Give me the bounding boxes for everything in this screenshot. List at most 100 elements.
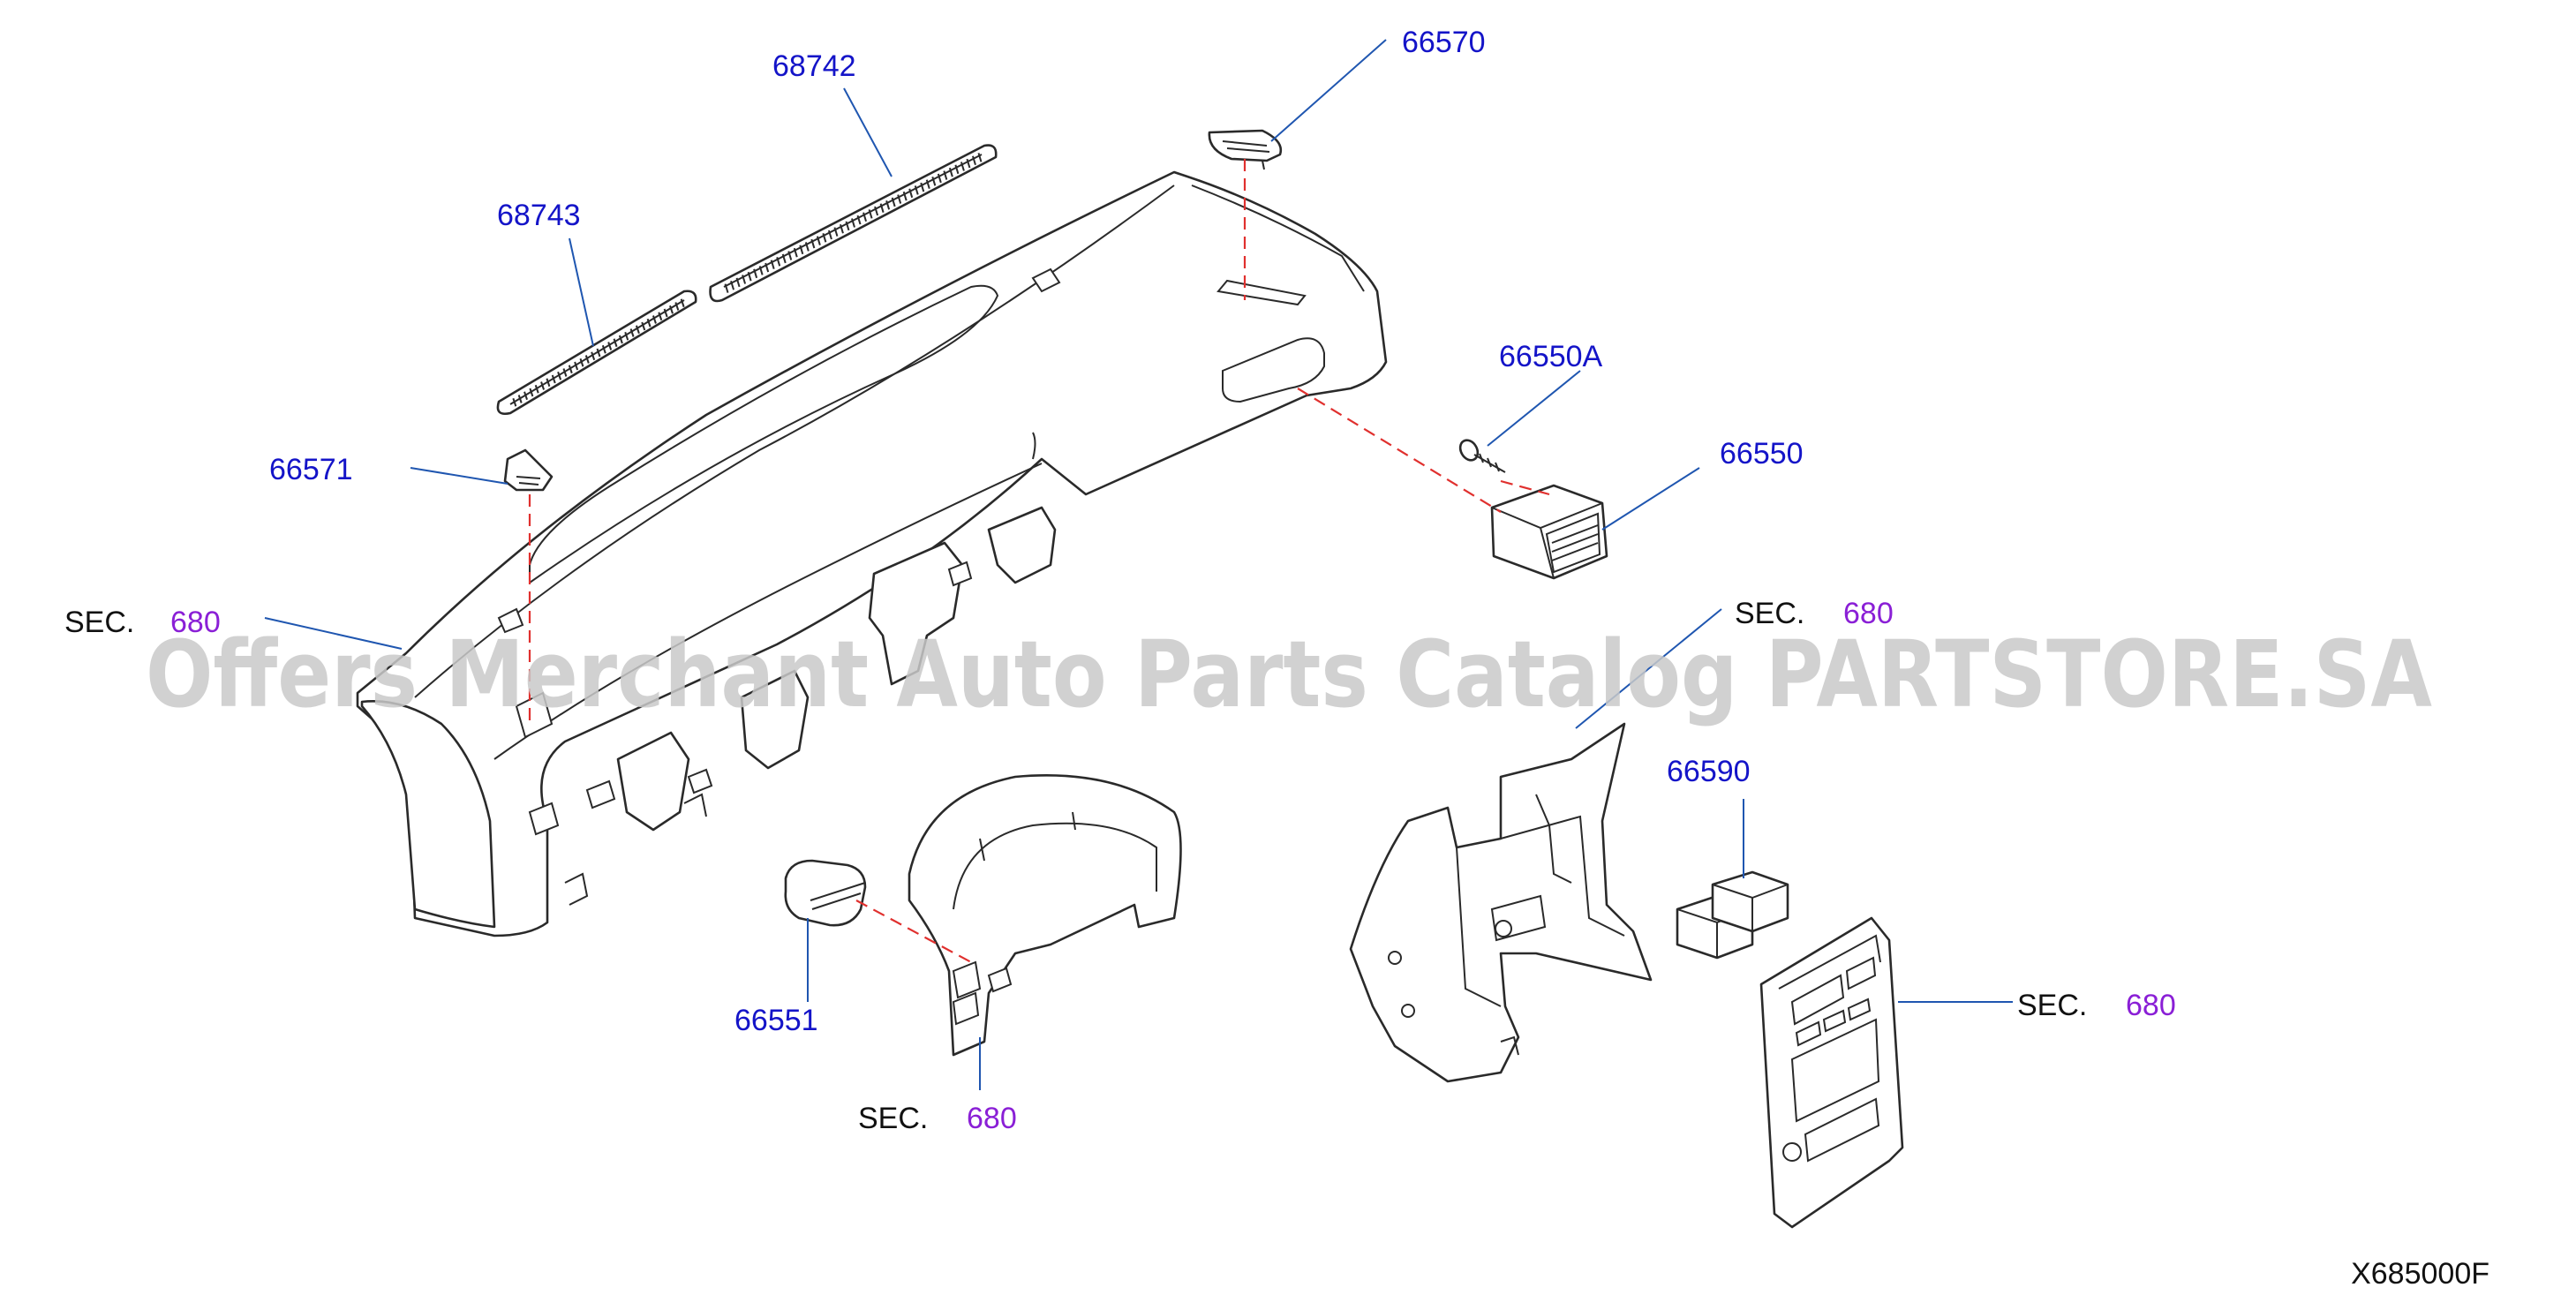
grille-rib bbox=[529, 388, 534, 397]
grille-rib bbox=[574, 361, 579, 371]
grille-rib bbox=[937, 173, 942, 184]
section-label-right: SEC. bbox=[2017, 989, 2087, 1022]
grille-rib bbox=[551, 374, 556, 384]
grille-rib bbox=[891, 197, 896, 207]
grille-rib bbox=[765, 262, 770, 273]
grille-rib bbox=[787, 251, 793, 260]
part-labels: 68742 66570 68743 66550A 66571 66550 665… bbox=[269, 26, 1804, 1037]
grille-rib bbox=[584, 355, 590, 364]
grille-rib bbox=[931, 177, 937, 186]
diagram-code: X685000F bbox=[2351, 1257, 2489, 1291]
grille-rib bbox=[874, 206, 879, 216]
grille-rib bbox=[810, 238, 816, 249]
grille-rib bbox=[897, 194, 902, 204]
grille-rib bbox=[618, 335, 623, 344]
grille-rib bbox=[925, 179, 930, 189]
grille-rib bbox=[613, 338, 618, 348]
grille-rib bbox=[966, 158, 971, 169]
grille-rib bbox=[646, 318, 652, 328]
grille-rib bbox=[753, 268, 758, 279]
grille-rib bbox=[562, 368, 568, 377]
section-number-right: 680 bbox=[2126, 989, 2176, 1022]
grille-rib bbox=[635, 325, 640, 335]
leader-lines bbox=[264, 39, 2013, 1090]
grille-rib bbox=[629, 328, 635, 337]
grille-rib bbox=[776, 257, 781, 267]
grille-rib bbox=[735, 277, 741, 288]
grille-rib bbox=[534, 384, 539, 394]
assembly-guides bbox=[528, 159, 1550, 963]
section-number-center: 680 bbox=[1843, 597, 1894, 630]
center-bezel bbox=[1759, 916, 1904, 1229]
section-number-bottom: 680 bbox=[967, 1102, 1017, 1135]
part-label-66590: 66590 bbox=[1667, 755, 1751, 788]
grille-rib bbox=[596, 348, 601, 358]
grille-rib bbox=[758, 266, 764, 275]
grille-rib bbox=[827, 230, 832, 240]
defroster-grille-long bbox=[709, 144, 998, 303]
grille-rib bbox=[914, 185, 919, 195]
grille-rib bbox=[607, 342, 613, 350]
grille-rib bbox=[822, 233, 827, 243]
grille-rib bbox=[557, 371, 562, 380]
grille-rib bbox=[742, 275, 747, 284]
grille-rib bbox=[793, 247, 798, 258]
grille-rib bbox=[579, 358, 584, 367]
instrument-panel bbox=[356, 170, 1388, 937]
grille-rib bbox=[948, 167, 953, 177]
grille-rib bbox=[523, 391, 528, 401]
grille-rib bbox=[851, 218, 855, 228]
center-console-frame bbox=[1349, 722, 1653, 1083]
grille-rib bbox=[568, 365, 573, 374]
defroster-grille-short bbox=[496, 290, 697, 415]
part-label-66571: 66571 bbox=[269, 453, 353, 486]
grille-rib bbox=[680, 298, 685, 308]
grille-rib bbox=[658, 312, 663, 321]
grille-rib bbox=[663, 308, 668, 318]
grille-rib bbox=[920, 182, 925, 192]
grille-rib bbox=[845, 221, 850, 231]
cluster-lid bbox=[908, 774, 1182, 1057]
section-number-left: 680 bbox=[170, 606, 221, 639]
grille-rib bbox=[747, 271, 752, 282]
side-vent-left bbox=[503, 448, 554, 492]
grille-rib bbox=[943, 170, 948, 180]
grille-rib bbox=[885, 200, 891, 210]
part-label-66570: 66570 bbox=[1402, 26, 1486, 59]
part-label-66551: 66551 bbox=[734, 1004, 818, 1037]
grille-rib bbox=[591, 351, 596, 361]
grille-rib bbox=[908, 188, 914, 199]
grille-rib bbox=[954, 164, 960, 175]
grille-rib bbox=[669, 305, 674, 314]
grille-rib bbox=[724, 283, 729, 293]
dash-vent-right bbox=[1490, 484, 1608, 580]
dash-vent-small bbox=[784, 859, 867, 927]
grille-rib bbox=[517, 395, 523, 403]
side-vent-right bbox=[1208, 129, 1283, 170]
grille-rib bbox=[540, 381, 546, 390]
grille-rib bbox=[512, 397, 517, 407]
center-vents bbox=[1676, 870, 1789, 960]
grille-rib bbox=[799, 245, 804, 255]
grille-rib bbox=[674, 302, 680, 311]
section-label-center: SEC. bbox=[1735, 597, 1804, 630]
grille-rib bbox=[879, 203, 885, 213]
grille-rib bbox=[960, 162, 965, 171]
grille-rib bbox=[781, 253, 787, 264]
grille-rib bbox=[856, 215, 862, 225]
grille-rib bbox=[839, 223, 844, 234]
section-label-left: SEC. bbox=[64, 606, 134, 639]
screw bbox=[1458, 439, 1506, 473]
grille-rib bbox=[902, 191, 908, 201]
section-refs: SEC. 680 SEC. 680 SEC. 680 SEC. 680 bbox=[64, 597, 2176, 1135]
grille-rib bbox=[641, 321, 646, 331]
grille-rib bbox=[977, 153, 983, 162]
part-label-66550: 66550 bbox=[1720, 437, 1804, 471]
part-label-66550a: 66550A bbox=[1499, 340, 1603, 373]
part-label-68742: 68742 bbox=[772, 49, 856, 83]
grille-rib bbox=[833, 227, 839, 237]
grille-rib bbox=[868, 209, 873, 219]
part-label-68743: 68743 bbox=[497, 199, 581, 232]
section-label-bottom: SEC. bbox=[858, 1102, 928, 1135]
grille-rib bbox=[816, 236, 821, 246]
